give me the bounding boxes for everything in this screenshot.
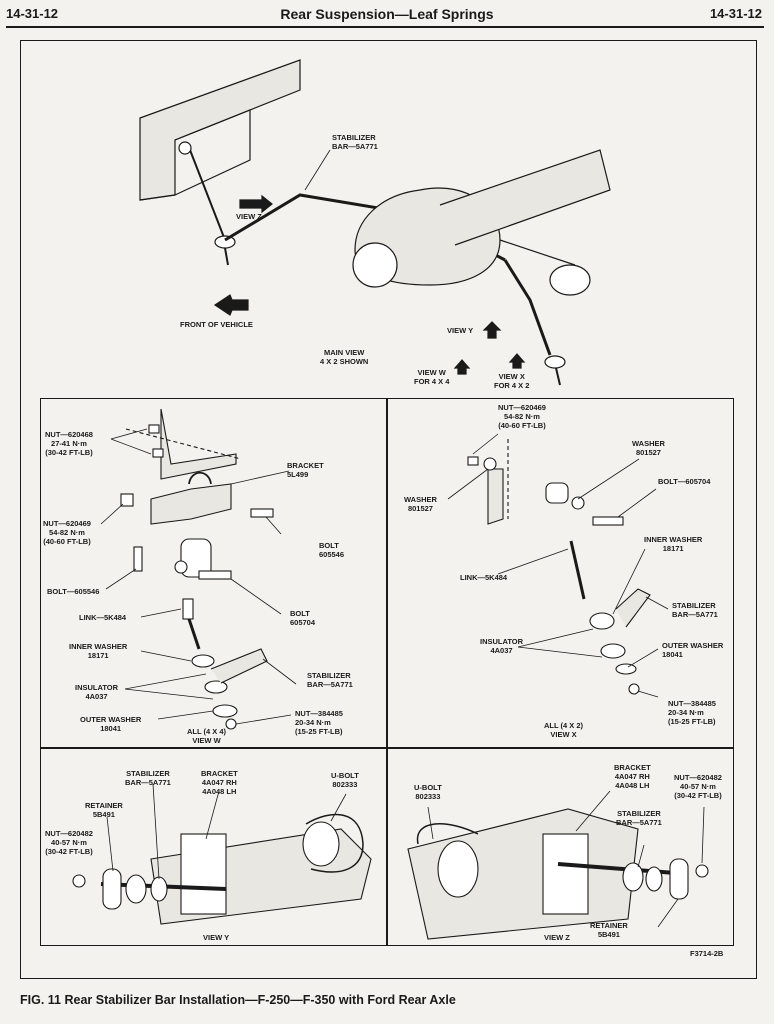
view-x-caption: ALL (4 X 2) VIEW X [544, 721, 584, 739]
view-x-illustration [447, 433, 669, 698]
label-outer-washer-w: OUTER WASHER 18041 [80, 715, 142, 733]
label-nut-620482-z: NUT—620482 40-57 N·m (30-42 FT-LB) [674, 773, 722, 800]
view-w-caption: ALL (4 X 4) VIEW W [187, 727, 227, 745]
label-bolt-605704-w: BOLT 605704 [290, 609, 316, 627]
label-washer-801527-right: WASHER 801527 [632, 439, 665, 457]
label-stabilizer-bar-y: STABILIZER BAR—5A771 [125, 769, 171, 787]
label-insulator-x: INSULATOR 4A037 [480, 637, 524, 655]
view-w-illustration [100, 408, 297, 730]
view-y-caption: VIEW Y [203, 933, 230, 942]
figure-frame [20, 40, 757, 979]
label-stabilizer-bar-z: STABILIZER BAR—5A771 [616, 809, 662, 827]
label-bracket-z: BRACKET 4A047 RH 4A048 LH [614, 763, 651, 790]
figure-number: F3714-2B [690, 949, 724, 958]
label-stabilizer-bar-w: STABILIZER BAR—5A771 [307, 671, 353, 689]
label-inner-washer-w: INNER WASHER 18171 [69, 642, 128, 660]
page-number-right: 14-31-12 [709, 6, 762, 21]
header-rule [6, 26, 764, 28]
label-nut-620469-w: NUT—620469 54-82 N·m (40-60 FT-LB) [43, 519, 91, 546]
main-view-illustration [139, 59, 611, 386]
panel-view-w: NUT—620468 27-41 N·m (30-42 FT-LB) BRACK… [40, 398, 387, 748]
label-retainer-z: RETAINER 5B491 [590, 921, 628, 939]
label-link-5k484-x: LINK—5K484 [460, 573, 508, 582]
view-y-illustration [72, 783, 372, 925]
page-number-left: 14-31-12 [6, 6, 59, 21]
main-view-caption: MAIN VIEW 4 X 2 SHOWN [320, 348, 369, 366]
label-bolt-605546-side: BOLT—605546 [47, 587, 100, 596]
panel-view-z: U-BOLT 802333 BRACKET 4A047 RH 4A048 LH … [387, 748, 734, 946]
label-view-w-4x4: VIEW W FOR 4 X 4 [414, 368, 450, 386]
label-bolt-605704-x: BOLT—605704 [658, 477, 711, 486]
label-nut-384485-x: NUT—384485 20-34 N·m (15-25 FT-LB) [668, 699, 716, 726]
section-title: Rear Suspension—Leaf Springs [280, 6, 494, 22]
label-view-y: VIEW Y [447, 326, 474, 335]
panel-view-y: STABILIZER BAR—5A771 BRACKET 4A047 RH 4A… [40, 748, 387, 946]
label-nut-620469-x: NUT—620469 54-82 N·m (40-60 FT-LB) [498, 403, 546, 430]
label-ubolt-z: U-BOLT 802333 [414, 783, 442, 801]
label-front-of-vehicle: FRONT OF VEHICLE [180, 320, 253, 329]
label-stabilizer-bar-main: STABILIZER BAR—5A771 [332, 133, 378, 151]
view-z-illustration [407, 790, 709, 940]
label-retainer-y: RETAINER 5B491 [85, 801, 123, 819]
label-ubolt-y: U-BOLT 802333 [331, 771, 359, 789]
view-z-caption: VIEW Z [544, 933, 570, 942]
label-stabilizer-bar-x: STABILIZER BAR—5A771 [672, 601, 718, 619]
label-link-5k484-w: LINK—5K484 [79, 613, 127, 622]
figure-caption: FIG. 11 Rear Stabilizer Bar Installation… [20, 993, 456, 1007]
label-outer-washer-x: OUTER WASHER 18041 [662, 641, 724, 659]
label-inner-washer-x: INNER WASHER 18171 [644, 535, 703, 553]
label-insulator-w: INSULATOR 4A037 [75, 683, 119, 701]
label-nut-620468: NUT—620468 27-41 N·m (30-42 FT-LB) [45, 430, 93, 457]
label-nut-620482-y: NUT—620482 40-57 N·m (30-42 FT-LB) [45, 829, 93, 856]
label-nut-384485-w: NUT—384485 20-34 N·m (15-25 FT-LB) [295, 709, 343, 736]
label-bracket-5l499: BRACKET 5L499 [287, 461, 324, 479]
label-washer-801527-left: WASHER 801527 [404, 495, 437, 513]
label-bolt-605546: BOLT 605546 [319, 541, 345, 559]
label-bracket-y: BRACKET 4A047 RH 4A048 LH [201, 769, 238, 796]
label-view-x-4x2: VIEW X FOR 4 X 2 [494, 372, 530, 390]
label-view-z: VIEW Z [236, 212, 262, 221]
panel-view-x: NUT—620469 54-82 N·m (40-60 FT-LB) WASHE… [387, 398, 734, 748]
